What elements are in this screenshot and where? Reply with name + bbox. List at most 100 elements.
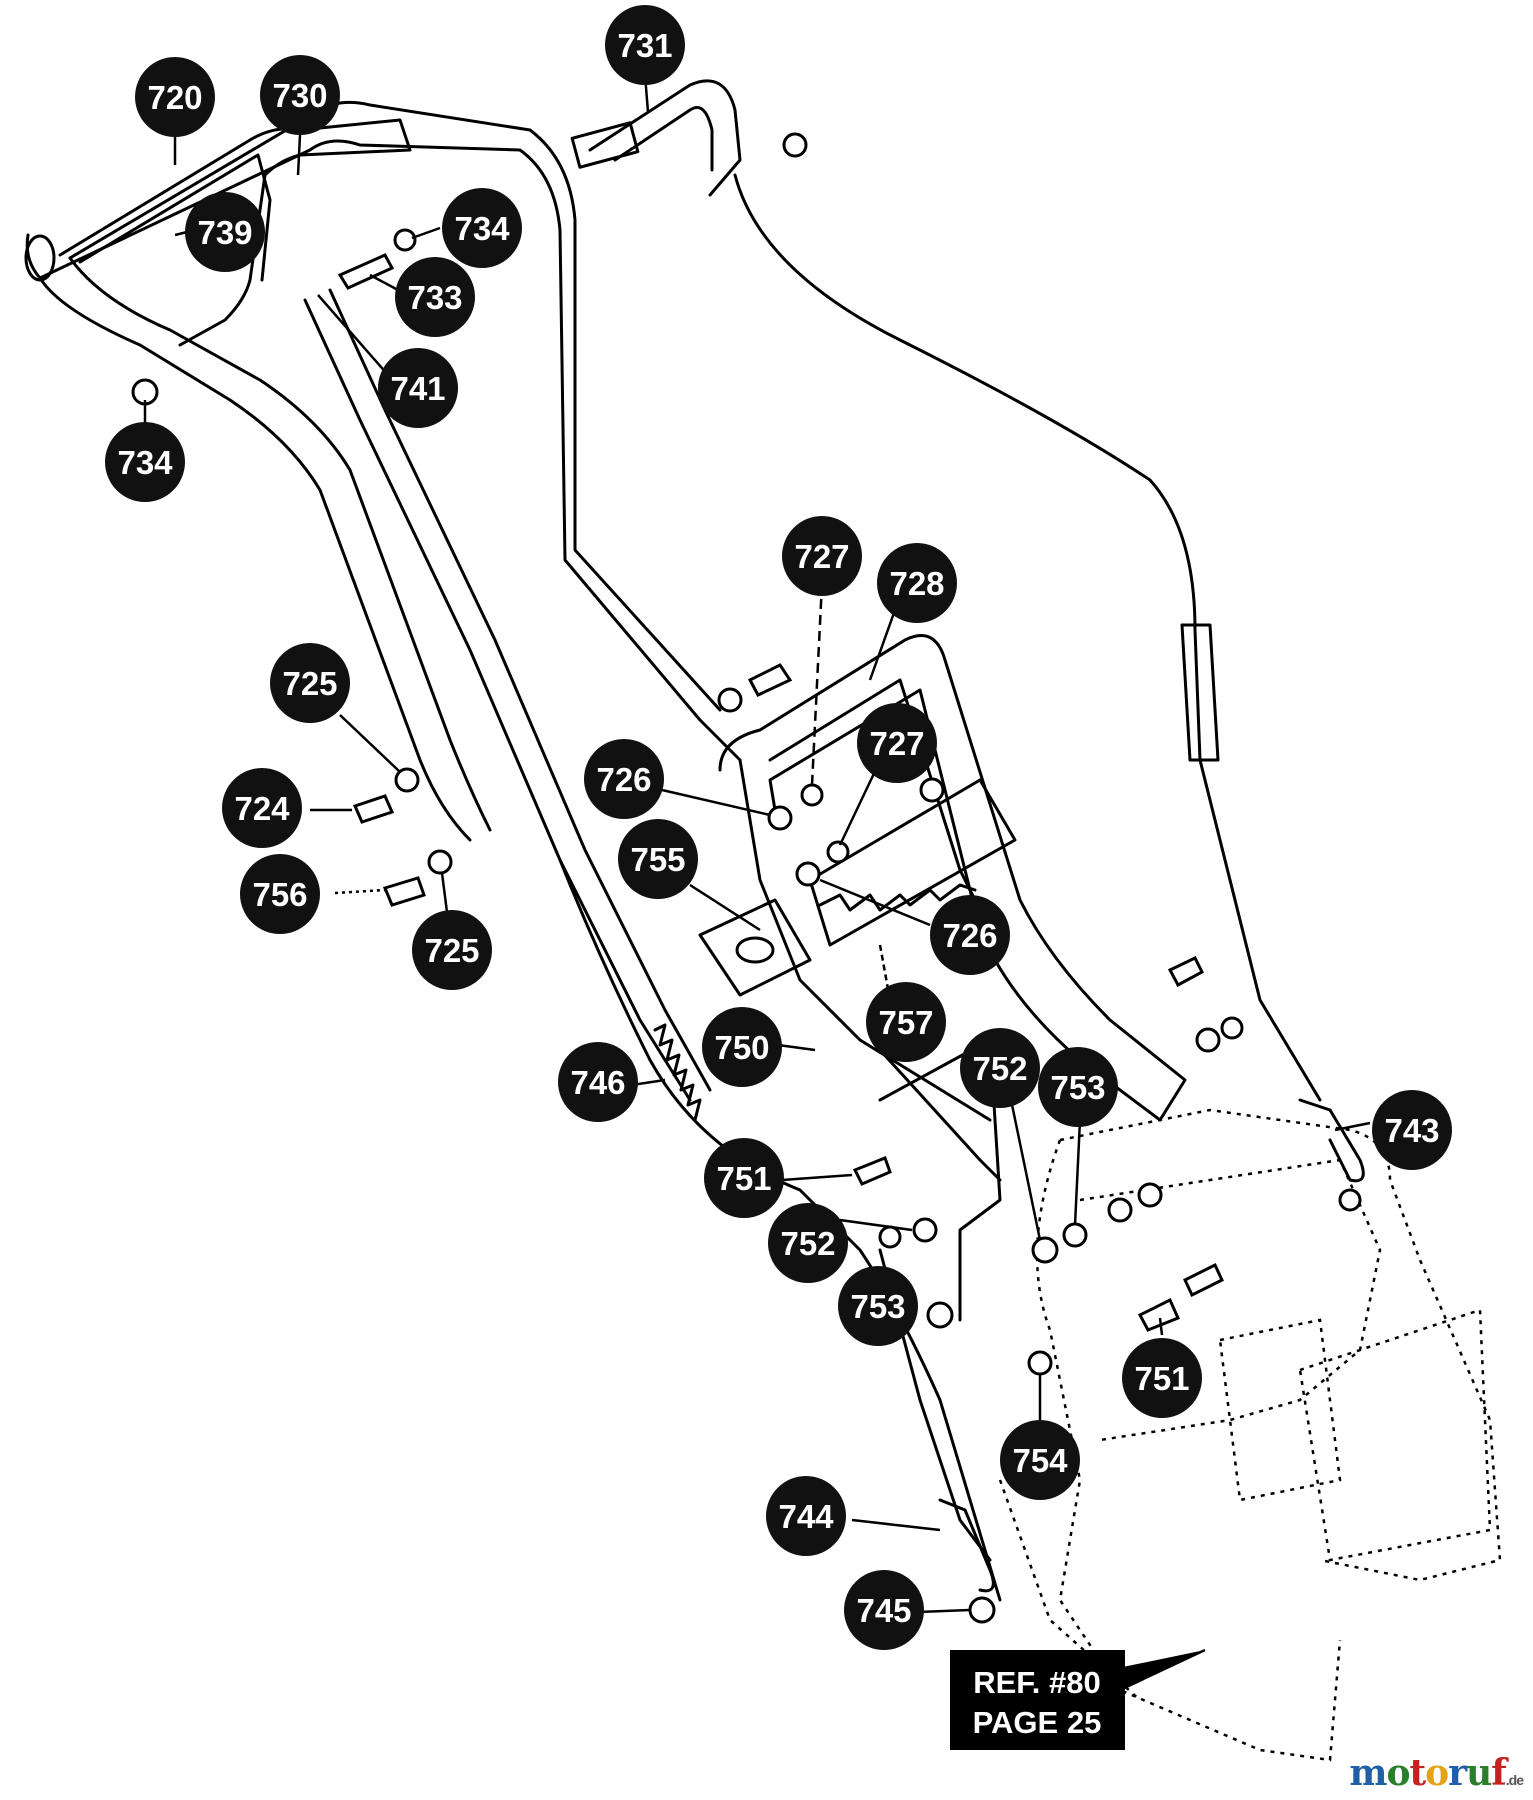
lower-handle-right [738,758,992,1122]
wm-letter-t: t [1409,1752,1426,1794]
quadrant-plate [808,778,1017,947]
bolt-724 [352,794,395,824]
callout-circle [866,982,946,1062]
nut-753-upper [1062,1222,1088,1248]
washer-734-upper [393,228,417,252]
callout-number: 727 [794,538,849,575]
callout-circle [378,348,458,428]
part-callout-726b: 726 [930,895,1010,975]
callout-circle [844,1570,924,1650]
washer-frame-right [919,777,945,803]
callout-number: 725 [424,932,479,969]
washer-731 [782,132,808,158]
part-callout-751a: 751 [704,1138,784,1218]
left-handle-arm-inner [68,256,492,832]
callout-number: 751 [716,1160,771,1197]
wm-letter-f: f [1491,1752,1506,1794]
callout-circle [135,57,215,137]
reference-line-1: REF. #80 [973,1665,1101,1700]
leader-743 [1334,1121,1371,1132]
leader-730 [296,134,302,176]
callout-number: 725 [282,665,337,702]
control-bar [58,118,412,347]
part-callout-726a: 726 [584,739,664,819]
part-callout-730: 730 [260,55,340,135]
reference-box: REF. #80 PAGE 25 [950,1650,1205,1750]
part-callout-725b: 725 [412,910,492,990]
part-callout-727b: 727 [857,703,937,783]
callout-circle [782,516,862,596]
callout-circle [1372,1090,1452,1170]
part-callout-739: 739 [185,192,265,272]
control-rod [303,298,692,1102]
callout-circle [412,910,492,990]
wm-letter-o2: o [1425,1752,1449,1794]
leader-750 [777,1043,816,1052]
part-callout-725a: 725 [270,643,350,723]
callout-number: 726 [942,917,997,954]
reference-box-pointer [1118,1650,1205,1690]
part-callout-731: 731 [605,5,685,85]
lower-bracket-arm [878,1048,1002,1182]
washer-frame-bottom-b [1220,1016,1244,1040]
housing-top [1059,1108,1502,1582]
bolt-751-lower [1137,1297,1181,1332]
callout-circle [857,703,937,783]
housing-left [1035,1139,1342,1762]
callout-number: 734 [454,210,510,247]
callout-number: 728 [889,565,944,602]
part-callout-757: 757 [866,982,946,1062]
leader-751a [781,1173,853,1182]
reference-line-2: PAGE 25 [973,1705,1102,1740]
part-callout-756: 756 [240,854,320,934]
part-callout-741: 741 [378,348,458,428]
callout-number: 744 [778,1498,834,1535]
housing-panel [1218,1318,1342,1502]
leader-755 [689,883,761,932]
callout-number: 753 [850,1288,905,1325]
wm-suffix: .de [1505,1772,1524,1788]
callout-circle [618,819,698,899]
callout-number: 751 [1134,1360,1189,1397]
callout-circle [442,188,522,268]
bolt-756 [382,876,426,907]
callout-number: 720 [147,79,202,116]
leader-745 [917,1608,971,1614]
callout-circle [222,768,302,848]
part-callout-755: 755 [618,819,698,899]
leader-744 [851,1518,941,1532]
leader-727b [838,764,880,846]
callout-number: 756 [252,876,307,913]
callout-circle [105,422,185,502]
part-callout-746: 746 [558,1042,638,1122]
leader-753a [1073,1119,1082,1226]
upper-handle-outer-edge [25,139,742,762]
part-callout-750: 750 [702,1007,782,1087]
control-cable-right [733,173,1322,1102]
leader-726a [661,788,771,817]
callout-circle [877,543,957,623]
cable-end-744 [938,1498,995,1593]
callout-number: 757 [878,1004,933,1041]
handle-end-cap [24,234,56,282]
reference-box-bg [950,1650,1125,1750]
part-callout-751b: 751 [1122,1338,1202,1418]
callout-circle [185,192,265,272]
callout-circle [702,1007,782,1087]
nut-753-lower [878,1225,902,1249]
bracket-755-hole [735,936,775,964]
washer-752-upper [1031,1236,1059,1264]
leader-751b [1158,1317,1164,1336]
leader-728 [868,609,897,681]
cable-end-743 [1298,1098,1365,1183]
washer-743-nut [1338,1188,1362,1212]
callout-circle [1122,1338,1202,1418]
leader-lines [143,74,1371,1692]
washer-726-upper [767,805,793,831]
nut-727-lower [826,840,850,864]
callout-circle [558,1042,638,1122]
part-callout-734a: 734 [442,188,522,268]
callout-circle [240,854,320,934]
callout-number: 754 [1012,1442,1068,1479]
